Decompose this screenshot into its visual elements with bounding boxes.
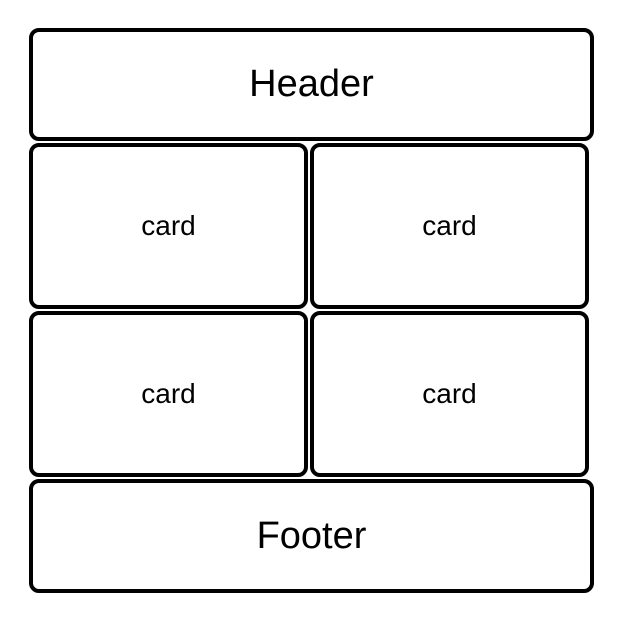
card-bottom-left: card (29, 311, 308, 477)
card-label: card (422, 210, 477, 241)
card-label: card (422, 378, 477, 409)
footer-label: Footer (256, 514, 367, 557)
card-top-right: card (310, 143, 589, 309)
header-label: Header (249, 63, 374, 105)
header-box: Header (29, 28, 594, 141)
card-bottom-right: card (310, 311, 589, 477)
card-label: card (141, 378, 196, 409)
footer-box: Footer (29, 479, 594, 593)
card-top-left: card (29, 143, 308, 309)
card-label: card (141, 210, 196, 241)
